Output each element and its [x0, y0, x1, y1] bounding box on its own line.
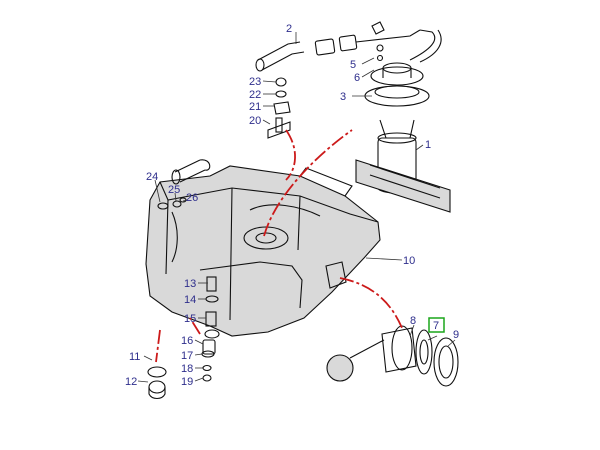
callout-12[interactable]: 12: [125, 376, 137, 388]
callout-6[interactable]: 6: [354, 72, 360, 84]
callout-8[interactable]: 8: [410, 315, 416, 327]
callout-20[interactable]: 20: [249, 115, 261, 127]
sender-unit-assembly: [326, 325, 459, 387]
callout-22[interactable]: 22: [249, 89, 261, 101]
leader-lines: [137, 32, 456, 383]
callout-9[interactable]: 9: [453, 329, 459, 341]
callout-16[interactable]: 16: [181, 335, 193, 347]
callout-15[interactable]: 15: [184, 313, 196, 325]
callout-18[interactable]: 18: [181, 363, 193, 375]
callout-10[interactable]: 10: [403, 255, 415, 267]
callout-11[interactable]: 11: [129, 351, 140, 363]
callout-24[interactable]: 24: [146, 171, 158, 183]
callout-14[interactable]: 14: [184, 294, 196, 306]
callout-1[interactable]: 1: [425, 139, 431, 151]
callout-2[interactable]: 2: [286, 23, 292, 35]
callout-7-highlight-box: [428, 317, 445, 333]
callout-7[interactable]: 7: [433, 320, 439, 332]
fuel-pump-assembly: [255, 21, 451, 213]
callout-26[interactable]: 26: [186, 192, 198, 204]
callout-25[interactable]: 25: [168, 184, 180, 196]
callout-5[interactable]: 5: [350, 59, 356, 71]
callout-19[interactable]: 19: [181, 376, 193, 388]
callout-23[interactable]: 23: [249, 76, 261, 88]
callout-labels: 1 2 3 5 6 7 8 9 10 11 12 13 14 15 16 17 …: [125, 23, 459, 388]
filler-neck: [171, 159, 211, 185]
callout-17[interactable]: 17: [181, 350, 193, 362]
callout-21[interactable]: 21: [249, 101, 261, 113]
flow-indicator-lines: [155, 129, 403, 363]
fuel-tank: [145, 165, 381, 337]
callout-13[interactable]: 13: [184, 278, 196, 290]
callout-3[interactable]: 3: [340, 91, 346, 103]
